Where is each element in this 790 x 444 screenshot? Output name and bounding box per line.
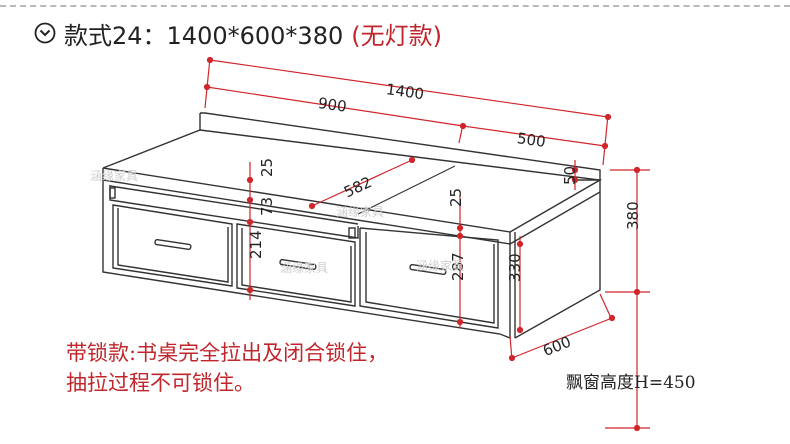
- chevron-circle-icon: [34, 22, 56, 44]
- page-title: 款式24：1400*600*380: [64, 21, 344, 50]
- dim-desk-depth: 582: [341, 173, 375, 201]
- dim-right-drawer-height: 287: [449, 252, 467, 281]
- watermark-text: 涵缘家具: [336, 204, 384, 219]
- lock-note-line-1: 带锁款:书桌完全拉出及闭合锁住，: [66, 341, 389, 365]
- dim-depth: 600: [540, 333, 573, 360]
- dim-top-gap-left: 25: [258, 158, 276, 177]
- cabinet-outline: [102, 112, 603, 340]
- header: 款式24：1400*600*380 (无灯款): [34, 16, 442, 50]
- dim-total-width: 1400: [385, 80, 425, 103]
- dim-left-width: 900: [317, 94, 348, 116]
- bay-window-height: 飘窗高度H=450: [566, 373, 696, 393]
- dim-right-width: 500: [516, 129, 547, 151]
- dim-top-gap-right: 25: [447, 188, 465, 207]
- dim-total-height: 380: [624, 201, 642, 230]
- watermark-text: 涵缘家具: [416, 258, 464, 273]
- dim-drawer-height: 214: [247, 230, 265, 259]
- dim-back-panel: 50: [561, 166, 579, 185]
- dim-mid-height: 73: [258, 197, 276, 216]
- variant-label: (无灯款): [351, 21, 442, 50]
- lock-note: 带锁款:书桌完全拉出及闭合锁住， 抽拉过程不可锁住。: [66, 338, 388, 398]
- top-divider: [0, 5, 790, 7]
- lock-note-line-2: 抽拉过程不可锁住。: [66, 371, 255, 395]
- dimension-lines: [203, 56, 650, 432]
- dim-cabinet-body: 330: [506, 253, 524, 282]
- watermark-text: 涵缘家具: [280, 260, 328, 275]
- watermark-text: 涵缘家具: [90, 168, 138, 183]
